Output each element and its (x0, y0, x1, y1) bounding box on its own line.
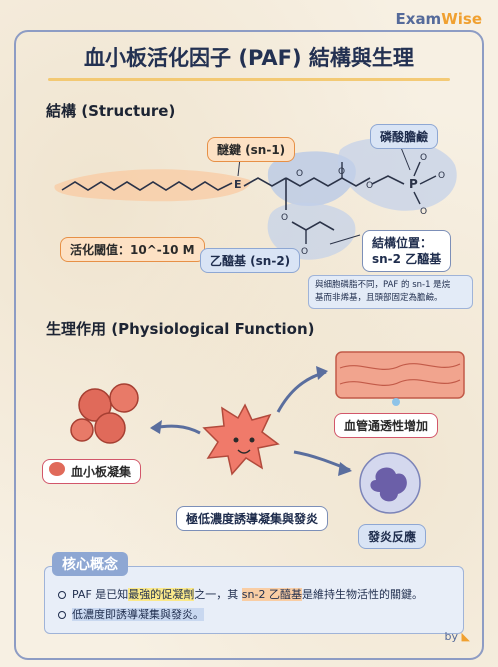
platelet-clump-icon (70, 383, 139, 444)
page-frame (14, 30, 484, 660)
structure-note: 與細胞磷脂不同，PAF 的 sn-1 是烷 基而非烯基，且頭部固定為膽鹼。 (308, 275, 473, 309)
bullet-icon (58, 611, 66, 619)
inflammatory-cell-icon (359, 452, 421, 514)
inflammation-label: 發炎反應 (358, 524, 427, 549)
o-atom-p2: O (438, 171, 445, 181)
core-line-2: 低濃度即誘導凝集與發炎。 (58, 606, 204, 622)
o-atom-p3: O (420, 207, 427, 217)
o-atom-3: O (366, 181, 373, 191)
vascular-permeability-label: 血管通透性增加 (334, 413, 439, 438)
phosphorus-atom: P (409, 177, 418, 191)
physiology-heading: 生理作用 (Physiological Function) (46, 320, 315, 338)
core-line-1: PAF 是已知最強的促凝劑之一，其 sn-2 乙醯基是維持生物活性的關鍵。 (58, 586, 423, 602)
o-atom-sn2: O (281, 213, 288, 223)
choline-blob (338, 138, 457, 211)
structure-position-label: 結構位置： sn-2 乙醯基 (362, 230, 452, 272)
ether-bond-label: 醚鍵 (sn-1) (207, 137, 296, 162)
o-atom-p1: O (420, 153, 427, 163)
bullet-icon (58, 591, 66, 599)
acetyl-blob (267, 202, 356, 260)
alkyl-chain (61, 181, 233, 191)
ether-atom: E (234, 178, 242, 191)
activation-threshold-label: 活化閾值：10^-10 M (60, 237, 205, 262)
note-line-1: 與細胞磷脂不同，PAF 的 sn-1 是烷 (315, 280, 451, 290)
vessel-icon (335, 351, 465, 399)
title-underline (48, 78, 450, 81)
note-line-2: 基而非烯基，且頭部固定為膽鹼。 (315, 293, 443, 303)
author-credit: by ◣ (444, 630, 470, 643)
phosphocholine-label: 磷酸膽鹼 (370, 124, 439, 149)
banana-icon: ◣ (461, 630, 470, 643)
o-atom-carbonyl: O (301, 247, 308, 257)
page-title: 血小板活化因子 (PAF) 結構與生理 (84, 46, 414, 70)
platelet-aggregation-label: 血小板凝集 (42, 459, 142, 484)
acetyl-label: 乙醯基 (sn-2) (200, 248, 301, 273)
brand-logo: ExamWise (395, 10, 482, 28)
position-line-2: sn-2 乙醯基 (372, 252, 442, 266)
position-line-1: 結構位置： (372, 236, 433, 250)
core-concept-heading: 核心概念 (52, 552, 128, 576)
center-effect-label: 極低濃度誘導凝集與發炎 (176, 506, 329, 531)
platelet-mini-icon (49, 462, 65, 476)
leak-drop-icon (392, 398, 400, 406)
activated-platelet-icon (202, 403, 280, 476)
platelet-label-text: 血小板凝集 (71, 465, 132, 479)
o-atom-1: O (296, 169, 303, 179)
tail-blob (54, 169, 251, 202)
structure-heading: 結構 (Structure) (46, 102, 176, 120)
